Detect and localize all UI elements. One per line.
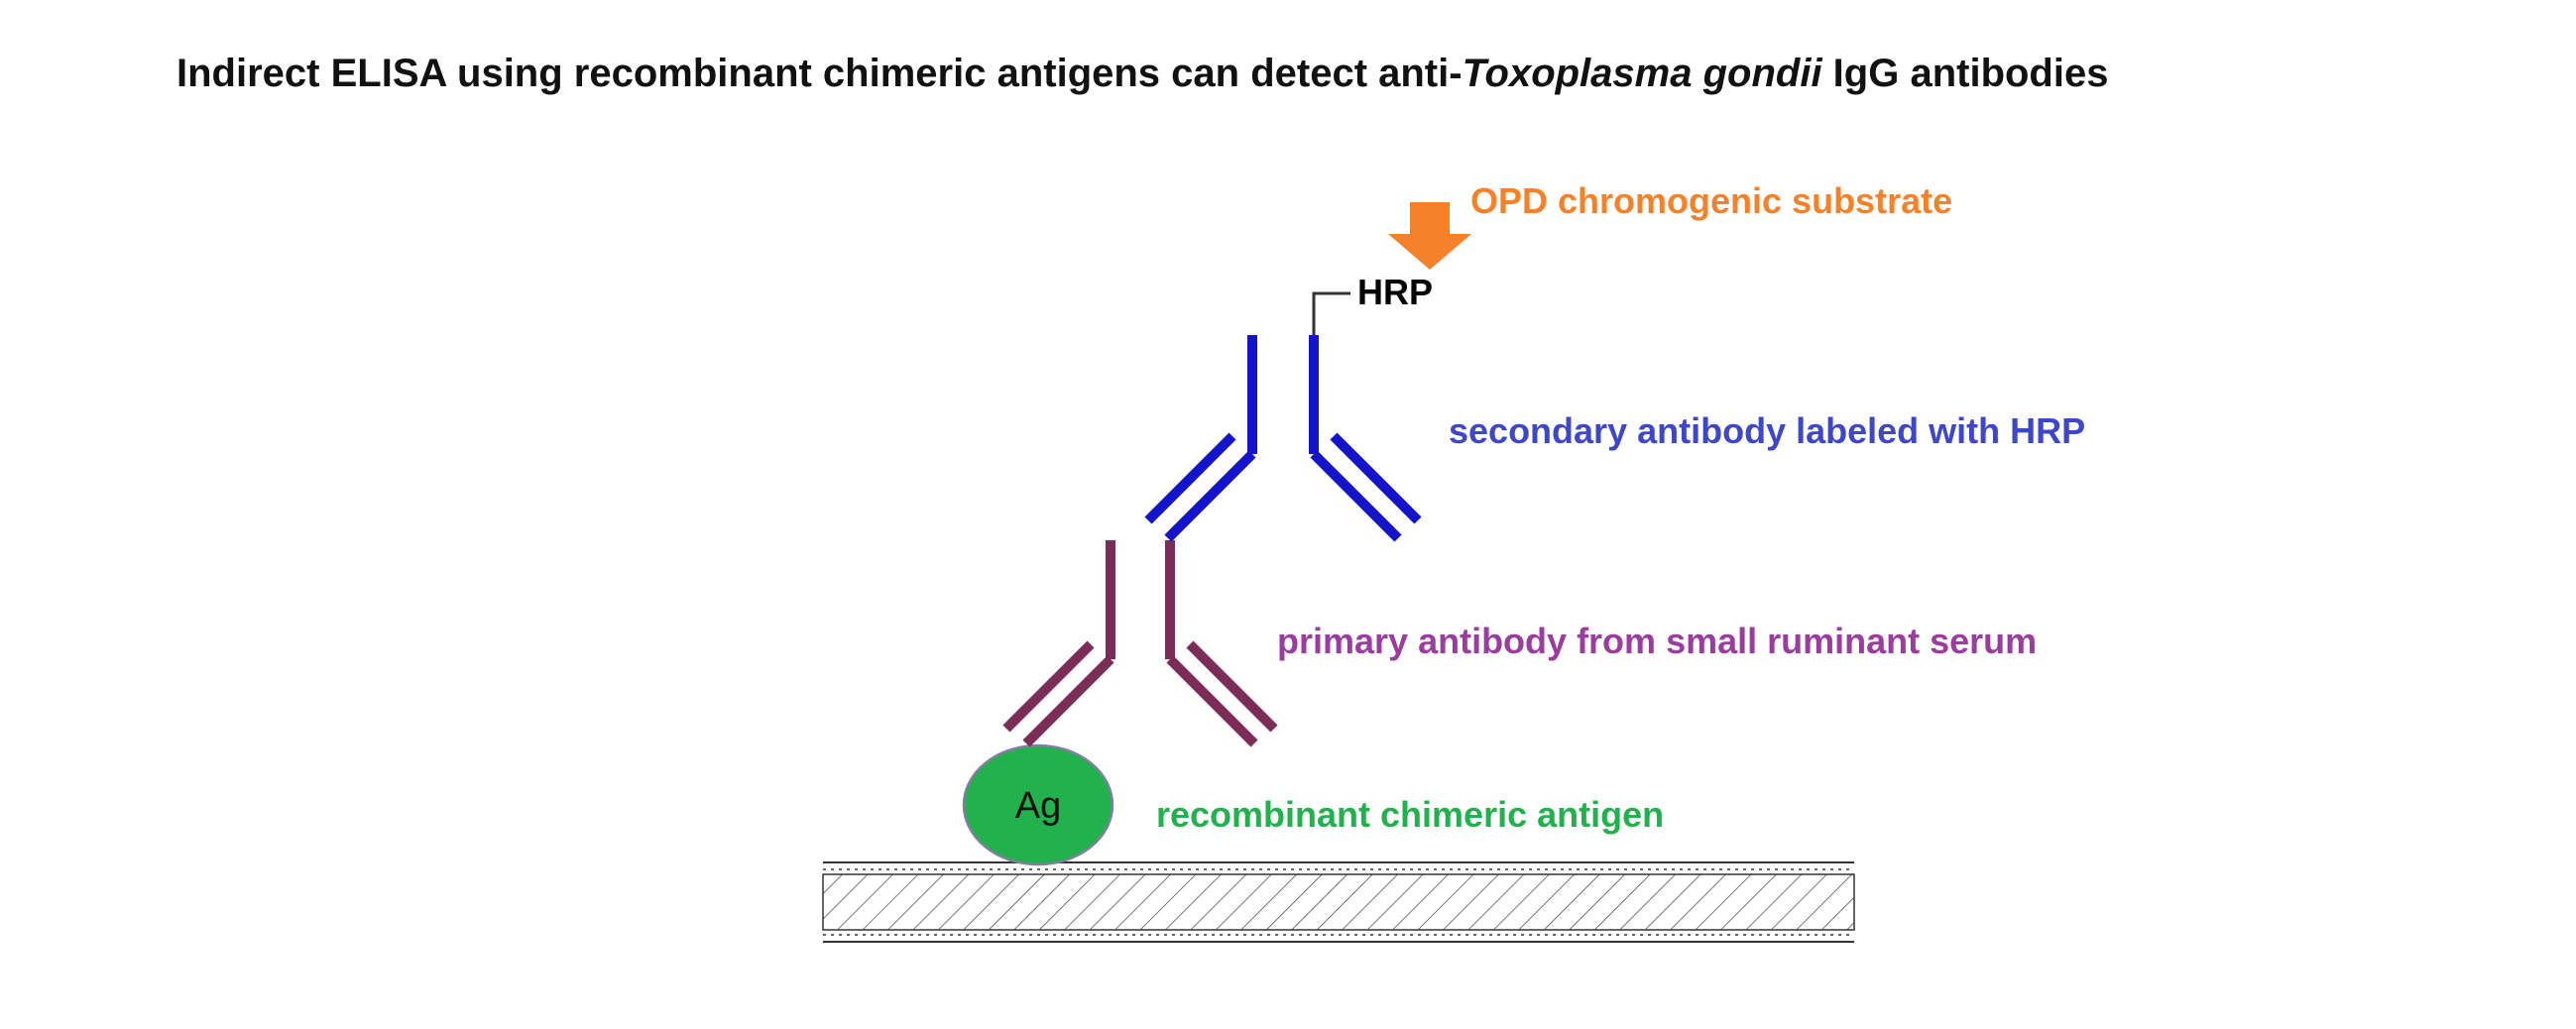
antigen-short-label: Ag: [1015, 785, 1061, 827]
plate-surface: [822, 861, 1855, 943]
title-prefix: Indirect ELISA using recombinant chimeri…: [176, 52, 1463, 95]
antigen-icon: Ag: [962, 743, 1114, 866]
primary-antibody-icon: [1002, 540, 1278, 747]
antigen-label: recombinant chimeric antigen: [1156, 794, 1665, 835]
hrp-connector: [1312, 291, 1350, 335]
down-arrow-icon: [1388, 202, 1471, 270]
substrate-label: OPD chromogenic substrate: [1470, 180, 1953, 221]
primary-antibody-label: primary antibody from small ruminant ser…: [1277, 621, 2038, 661]
diagram-title: Indirect ELISA using recombinant chimeri…: [176, 52, 2108, 96]
secondary-antibody-icon: [1144, 335, 1422, 542]
secondary-antibody-label: secondary antibody labeled with HRP: [1449, 410, 2086, 451]
title-species: Toxoplasma gondii: [1462, 52, 1822, 95]
title-suffix: IgG antibodies: [1821, 52, 2109, 95]
hrp-label: HRP: [1357, 272, 1434, 312]
